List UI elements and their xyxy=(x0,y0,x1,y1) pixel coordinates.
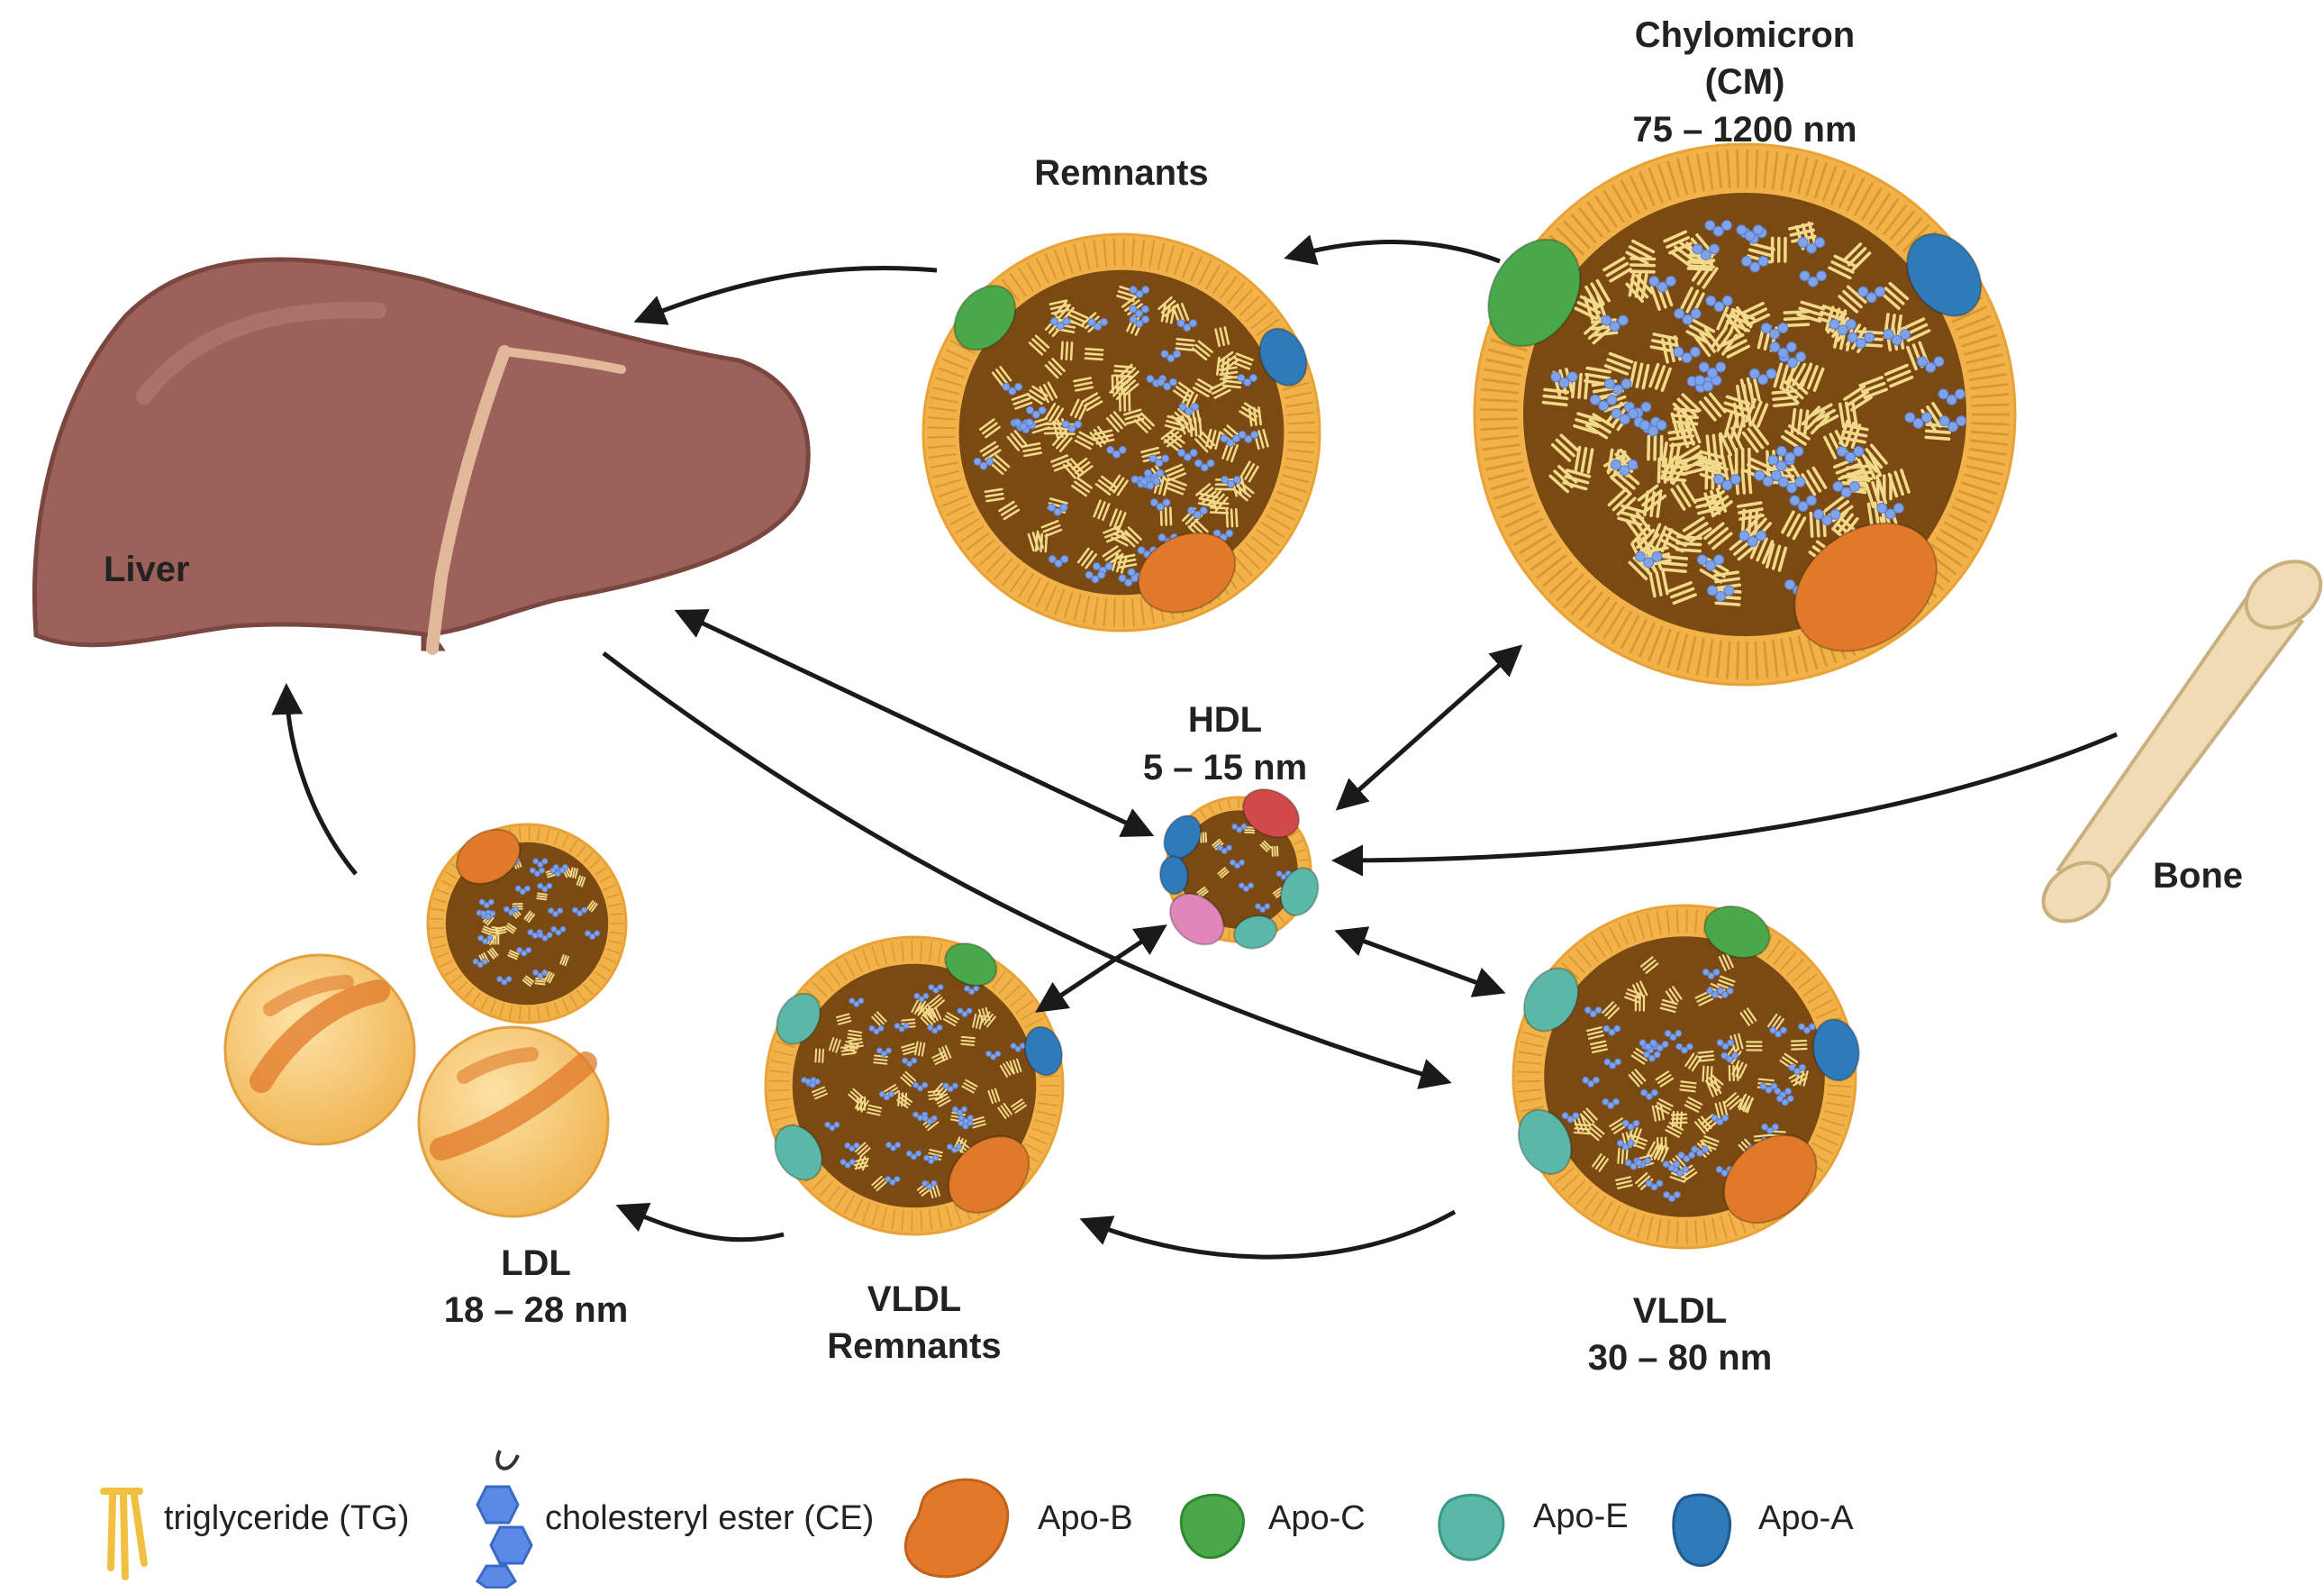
vldl-remnants-particle xyxy=(766,935,1067,1234)
ldl-label: LDL xyxy=(501,1243,571,1283)
legend-apob-icon xyxy=(905,1479,1007,1577)
arrow-hdl-vldl xyxy=(1340,933,1500,991)
arrow-hdl-cm xyxy=(1340,649,1518,806)
arrow-hdl-vldl-remnants xyxy=(1040,928,1162,1009)
chylomicron-abbr-label: (CM) xyxy=(1705,62,1785,102)
legend-tg-icon xyxy=(104,1491,144,1577)
legend: triglyceride (TG) cholesteryl ester (CE)… xyxy=(104,1451,1854,1588)
liver-label: Liver xyxy=(104,550,190,589)
arrow-liver-hdl xyxy=(680,613,1148,833)
chylomicron-label: Chylomicron xyxy=(1635,15,1855,55)
legend-apoa-icon xyxy=(1674,1495,1730,1565)
vldl-size-label: 30 – 80 nm xyxy=(1588,1338,1773,1378)
vldl-remnants-label-2: Remnants xyxy=(827,1326,1001,1366)
bone: Bone xyxy=(2032,548,2324,933)
arrow-vldl-remnants-to-ldl xyxy=(622,1207,784,1240)
ldl-granule-1 xyxy=(225,955,414,1144)
bone-label: Bone xyxy=(2153,856,2243,896)
vldl-remnants-label: VLDL xyxy=(867,1279,961,1319)
liver-organ: Liver xyxy=(34,259,808,649)
ldl-size-label: 18 – 28 nm xyxy=(444,1290,629,1330)
hdl-particle xyxy=(1157,779,1324,955)
legend-ce-icon xyxy=(477,1451,531,1588)
remnants-particle xyxy=(923,234,1320,631)
chylomicron-size-label: 75 – 1200 nm xyxy=(1632,110,1856,150)
legend-apoe-icon xyxy=(1439,1495,1503,1560)
legend-apoc-label: Apo-C xyxy=(1268,1499,1366,1537)
arrow-ldl-to-liver xyxy=(286,689,356,874)
ldl-granule-2 xyxy=(419,1027,608,1216)
remnants-label: Remnants xyxy=(1034,153,1208,193)
vldl-label: VLDL xyxy=(1633,1291,1727,1331)
chylomicron-particle xyxy=(1470,144,2015,685)
legend-apoc-icon xyxy=(1181,1495,1243,1558)
arrow-bone-to-hdl xyxy=(1338,734,2117,860)
ldl-small-particle xyxy=(428,819,626,1023)
legend-tg-label: triglyceride (TG) xyxy=(164,1499,409,1537)
legend-ce-label: cholesteryl ester (CE) xyxy=(545,1499,874,1537)
hdl-size-label: 5 – 15 nm xyxy=(1143,748,1307,787)
legend-apob-label: Apo-B xyxy=(1038,1499,1133,1537)
vldl-particle xyxy=(1509,897,1864,1248)
legend-apoa-label: Apo-A xyxy=(1758,1499,1854,1537)
liver-shape xyxy=(34,259,808,649)
legend-apoe-label: Apo-E xyxy=(1533,1497,1629,1535)
arrow-cm-to-remnants xyxy=(1290,242,1500,261)
hdl-label: HDL xyxy=(1188,700,1262,740)
arrow-remnants-to-liver xyxy=(640,268,937,320)
arrow-vldl-to-vldl-remnants xyxy=(1085,1212,1455,1257)
